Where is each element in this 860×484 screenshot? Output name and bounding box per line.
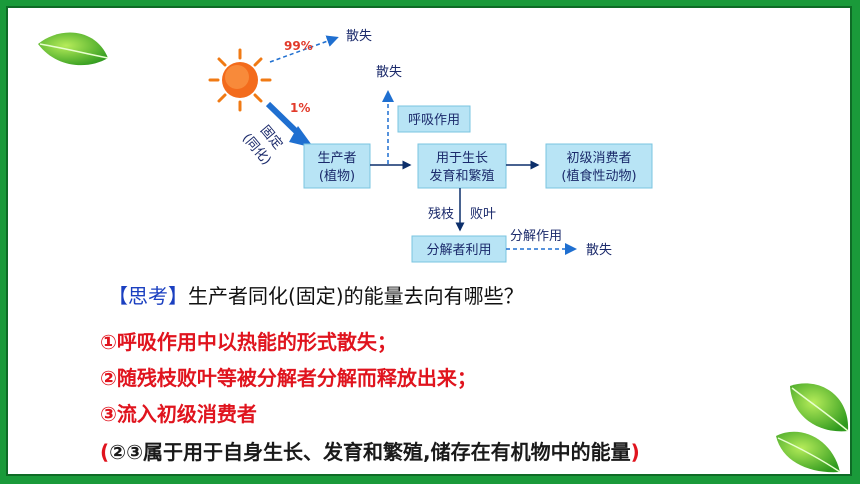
sun-loss-pct: 99% (284, 39, 313, 53)
sun-gain-pct: 1% (290, 101, 310, 115)
consumer-label: 初级消费者 (566, 151, 631, 166)
leaves-decoration-icon (776, 383, 849, 473)
note-open-paren: ( (100, 440, 110, 464)
producer-sublabel: (植物) (319, 169, 355, 184)
consumer-sublabel: (植食性动物) (561, 168, 636, 184)
growth-box (417, 143, 507, 189)
answer-2: ②随残枝败叶等被分解者分解而释放出来； (100, 366, 477, 390)
decomposition-label: 分解作用 (510, 229, 562, 244)
slide-canvas: 99% 散失 1% 固定 (同化) 生产者 (植物) 散失 呼吸作用 用于生长 … (6, 6, 852, 476)
respiration-box (397, 105, 471, 133)
respiration-label: 呼吸作用 (408, 113, 460, 128)
consumer-box (545, 143, 653, 189)
sun-loss-arrow (269, 35, 339, 63)
note-close-paren: ) (630, 440, 640, 464)
respiration-loss-label: 散失 (376, 65, 402, 80)
growth-sublabel: 发育和繁殖 (429, 168, 494, 184)
question-line: 【思考】生产者同化(固定)的能量去向有哪些？ (108, 280, 524, 309)
leaf-decoration-icon (38, 32, 109, 66)
answer-3: ③流入初级消费者 (100, 402, 257, 426)
litter-label-leaves: 败叶 (470, 207, 496, 222)
question-text: 生产者同化(固定)的能量去向有哪些？ (188, 284, 524, 308)
growth-label: 用于生长 (436, 151, 488, 166)
decomposition-loss-label: 散失 (586, 243, 612, 258)
producer-box (303, 143, 371, 189)
question-tag: 【思考】 (108, 284, 188, 308)
answer-1: ①呼吸作用中以热能的形式散失； (100, 330, 397, 354)
sun-icon (208, 48, 272, 112)
note-text: ②③属于用于自身生长、发育和繁殖,储存在有机物中的能量 (109, 440, 631, 464)
sun-loss-label: 散失 (346, 29, 372, 44)
producer-label: 生产者 (317, 151, 356, 166)
litter-label-branches: 残枝 (428, 207, 454, 222)
decomposer-label: 分解者利用 (426, 243, 491, 258)
answer-note: (②③属于用于自身生长、发育和繁殖,储存在有机物中的能量) (100, 436, 640, 465)
energy-flow-diagram: 99% 散失 1% 固定 (同化) 生产者 (植物) 散失 呼吸作用 用于生长 … (38, 29, 653, 263)
